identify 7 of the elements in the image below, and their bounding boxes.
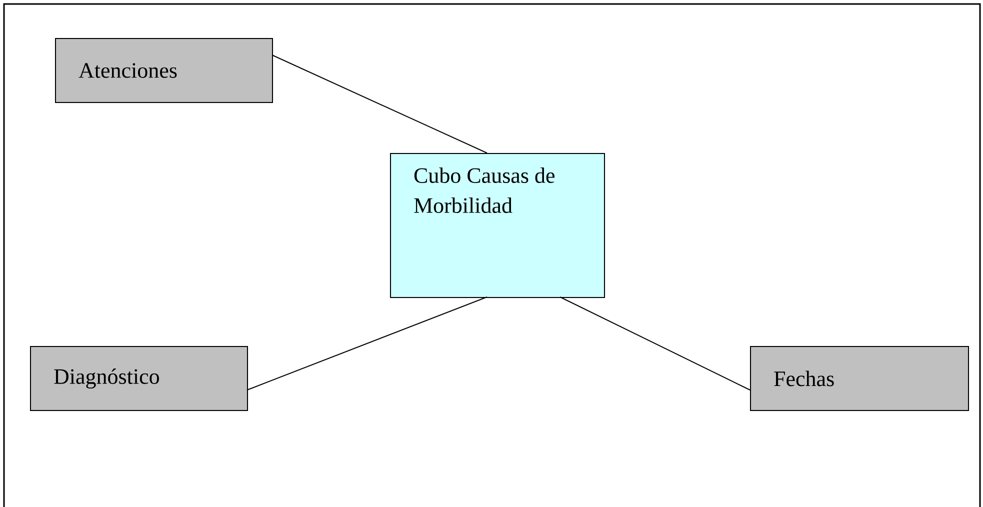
table-box: Diagnóstico <box>30 346 248 411</box>
table-box: Atenciones <box>55 38 273 103</box>
connector-line <box>560 296 750 390</box>
table-box: Fechas <box>750 346 969 411</box>
connector-line <box>246 296 488 390</box>
connector-line <box>272 54 488 154</box>
cube-box: Cubo Causas de Morbilidad <box>390 153 605 298</box>
